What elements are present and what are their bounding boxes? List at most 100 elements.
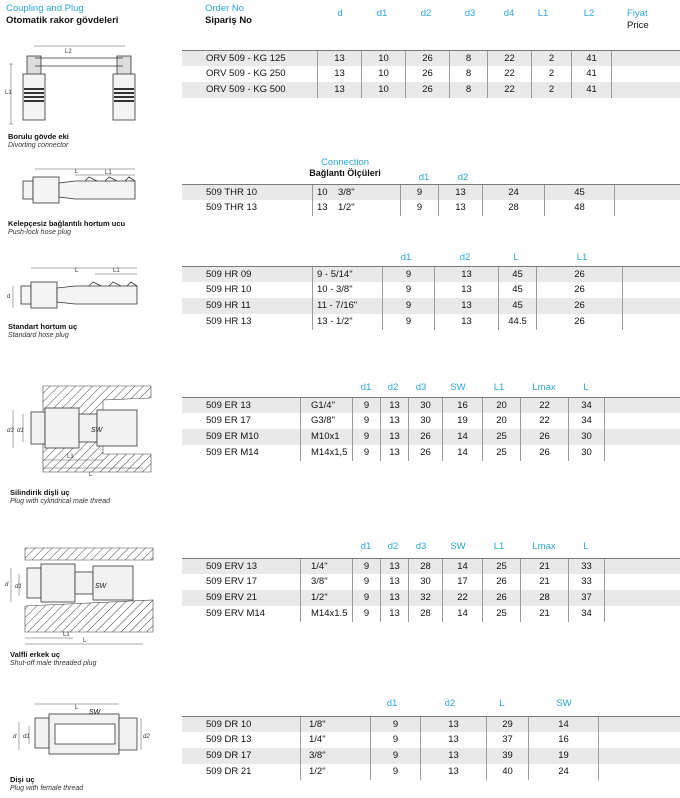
col-header-l1: L1 (537, 8, 549, 19)
caption-s1-tr: Borulu gövde eki (8, 132, 69, 141)
svg-text:d: d (7, 294, 10, 300)
label-l2: L2 (65, 49, 72, 55)
col-header-d2: d2 (444, 698, 456, 709)
svg-text:SW: SW (91, 427, 104, 434)
table-s3: 509 HR 09 9 - 5/14" 9 13 45 26 509 HR 10… (182, 266, 680, 330)
table-s5: 509 ERV 13 1/4" 9 13 28 14 25 21 33 509 … (182, 558, 680, 622)
col-header-d2: d2 (420, 8, 432, 19)
svg-text:L1: L1 (67, 454, 74, 460)
shut-off-male-plug-drawing: d d1 SW L1 L (5, 547, 154, 645)
svg-text:d: d (13, 734, 17, 740)
col-header-lmax: Lmax (532, 541, 556, 552)
svg-text:L1: L1 (63, 632, 70, 638)
female-thread-plug-drawing: L SW d d1 d2 (13, 703, 150, 755)
caption-s3-tr: Standart hortum uç (8, 322, 78, 331)
table-row: 509 ER 13 G1/4" 9 13 30 16 20 22 34 (182, 397, 680, 414)
diverting-connector-drawing: L2 L1 (5, 45, 136, 125)
col-header-l: L (513, 252, 519, 263)
table-row: 509 HR 11 11 - 7/16" 9 13 45 26 (182, 298, 680, 314)
table-row: ORV 509 - KG 500 13 10 26 8 22 2 41 (182, 82, 680, 98)
table-row: 509 ER M14 M14x1,5 9 13 26 14 25 26 30 (182, 445, 680, 461)
table-row: ORV 509 - KG 125 13 10 26 8 22 2 41 (182, 50, 680, 67)
col-header-sw: SW (450, 541, 466, 552)
order-no-header-en: Order No (205, 3, 245, 14)
section-title-en: Coupling and Plug (6, 3, 84, 14)
table-row: 509 DR 10 1/8" 9 13 29 14 (182, 716, 680, 733)
col-header-d4: d4 (503, 8, 515, 19)
table-row: 509 ERV 17 3/8" 9 13 30 17 26 21 33 (182, 574, 680, 590)
svg-text:d1: d1 (23, 734, 30, 740)
table-row: 509 DR 21 1/2" 9 13 40 24 (182, 764, 680, 780)
caption-s4-tr: Silindirik dişli uç (10, 488, 70, 497)
price-header-en: Price (627, 20, 649, 31)
col-header-d2: d2 (459, 252, 471, 263)
caption-s5-en: Shut-off male threaded plug (10, 660, 97, 667)
svg-text:L: L (75, 705, 79, 711)
caption-s5-tr: Valfli erkek uç (10, 650, 61, 659)
table-row: 509 ERV 21 1/2" 9 13 32 22 26 28 37 (182, 590, 680, 606)
svg-text:d3: d3 (7, 428, 14, 434)
table-row: 509 HR 09 9 - 5/14" 9 13 45 26 (182, 266, 680, 283)
table-row: 509 ER 17 G3/8" 9 13 30 19 20 22 34 (182, 413, 680, 429)
caption-s6-en: Plug with female thread (10, 785, 84, 792)
caption-s6-tr: Dişi uç (10, 775, 35, 784)
col-header-d3: d3 (415, 382, 427, 393)
table-s1: ORV 509 - KG 125 13 10 26 8 22 2 41 ORV … (182, 50, 680, 98)
table-s4: 509 ER 13 G1/4" 9 13 30 16 20 22 34 509 … (182, 397, 680, 461)
svg-text:SW: SW (89, 709, 102, 716)
svg-text:L: L (75, 169, 79, 175)
caption-s2-en: Push-lock hose plug (8, 229, 72, 236)
order-no-header-tr: Sipariş No (205, 15, 252, 26)
col-header-d2: d2 (457, 172, 469, 183)
section-title-tr: Otomatik rakor gövdeleri (6, 15, 119, 26)
col-header-sw: SW (450, 382, 466, 393)
caption-s2-tr: Kelepçesiz bağlantılı hortum ucu (8, 219, 126, 228)
svg-text:L: L (89, 472, 93, 478)
col-header-d1: d1 (360, 382, 372, 393)
col-header-l: L (583, 541, 589, 552)
table-row: 509 THR 10 10 3/8" 9 13 24 45 (182, 184, 680, 201)
table-row: 509 HR 13 13 - 1/2" 9 13 44.5 26 (182, 314, 680, 330)
table-row: 509 HR 10 10 - 3/8" 9 13 45 26 (182, 282, 680, 298)
svg-text:d1: d1 (15, 584, 22, 590)
col-header-d1: d1 (376, 8, 388, 19)
table-s6: 509 DR 10 1/8" 9 13 29 14 509 DR 13 1/4"… (182, 716, 680, 780)
table-row: 509 THR 13 13 1/2" 9 13 28 48 (182, 200, 680, 216)
svg-text:d2: d2 (143, 734, 150, 740)
label-l1: L1 (5, 90, 12, 96)
caption-s4-en: Plug with cylindrical male thread (10, 498, 110, 505)
col-header-d2: d2 (387, 382, 399, 393)
svg-text:L1: L1 (113, 268, 120, 274)
col-header-l1: L1 (493, 382, 505, 393)
table-row: 509 ER M10 M10x1 9 13 26 14 25 26 30 (182, 429, 680, 445)
push-lock-hose-plug-drawing: L L1 (22, 168, 136, 204)
table-row: 509 ERV M14 M14x1.5 9 13 28 14 25 21 34 (182, 606, 680, 622)
col-header-l1: L1 (493, 541, 505, 552)
col-header-l1: L1 (576, 252, 588, 263)
connection-header-tr: Bağlantı Ölçüleri (309, 168, 381, 178)
table-row: ORV 509 - KG 250 13 10 26 8 22 2 41 (182, 66, 680, 82)
col-header-d1: d1 (418, 172, 430, 183)
table-s2: 509 THR 10 10 3/8" 9 13 24 45 509 THR 13… (182, 184, 680, 216)
svg-text:L: L (75, 268, 79, 274)
col-header-d1: d1 (400, 252, 412, 263)
col-header-d3: d3 (415, 541, 427, 552)
standard-hose-plug-drawing: L L1 d (7, 267, 138, 309)
col-header-d3: d3 (464, 8, 476, 19)
table-row: 509 DR 17 3/8" 9 13 39 19 (182, 748, 680, 764)
connection-header-en: Connection (320, 157, 370, 168)
col-header-d1: d1 (360, 541, 372, 552)
col-header-d1: d1 (386, 698, 398, 709)
svg-text:d: d (5, 582, 9, 588)
svg-text:SW: SW (95, 583, 108, 590)
col-header-l: L (499, 698, 505, 709)
col-header-l2: L2 (583, 8, 595, 19)
caption-s3-en: Standard hose plug (8, 332, 69, 339)
table-row: 509 DR 13 1/4" 9 13 37 16 (182, 732, 680, 748)
col-header-sw: SW (556, 698, 572, 709)
svg-text:L: L (83, 638, 87, 644)
col-header-l: L (583, 382, 589, 393)
svg-text:d1: d1 (17, 428, 24, 434)
price-header-tr: Fiyat (627, 8, 648, 19)
cylindrical-thread-plug-drawing: d3 d1 SW L1 L (7, 385, 152, 478)
